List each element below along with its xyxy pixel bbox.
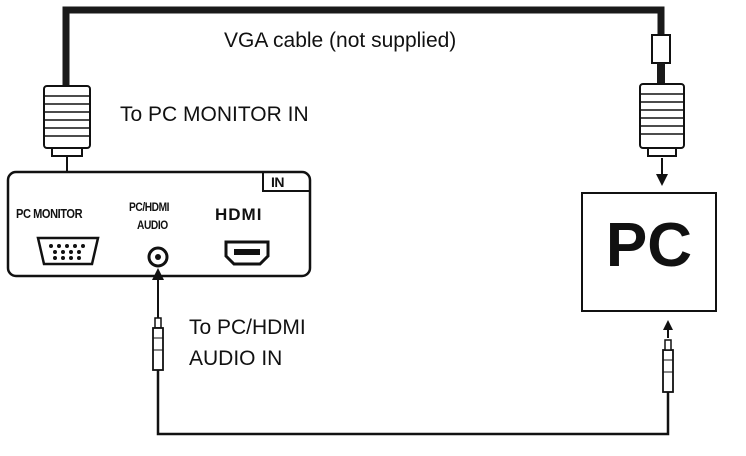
vga-port-icon (36, 236, 100, 266)
audio-jack-icon (147, 246, 169, 268)
hdmi-port-icon (224, 240, 270, 266)
audio-in-label-line1: To PC/HDMI (189, 316, 306, 339)
audio-in-label-line2: AUDIO IN (189, 347, 283, 370)
vga-cable (62, 6, 665, 88)
ferrite-core-icon (651, 34, 671, 64)
in-badge: IN (271, 174, 285, 190)
audio-port-label: AUDIO (137, 218, 168, 232)
pc-hdmi-port-label: PC/HDMI (129, 200, 170, 214)
in-badge-frame (262, 172, 310, 192)
pc-monitor-port-label: PC MONITOR (16, 206, 83, 221)
pc-monitor-in-label: To PC MONITOR IN (120, 103, 309, 126)
vga-cable-right-lower (657, 63, 665, 85)
audio-plug-icon-right (662, 339, 674, 393)
pc-box-label: PC (605, 211, 693, 280)
vga-cable-label: VGA cable (not supplied) (224, 29, 457, 52)
audio-cable (156, 370, 670, 436)
vga-plug-icon-right (639, 83, 685, 157)
vga-plug-icon-left (43, 85, 91, 157)
hdmi-logo: HDMI (215, 205, 263, 224)
pc-box (581, 192, 717, 312)
audio-plug-icon-left (152, 317, 164, 371)
